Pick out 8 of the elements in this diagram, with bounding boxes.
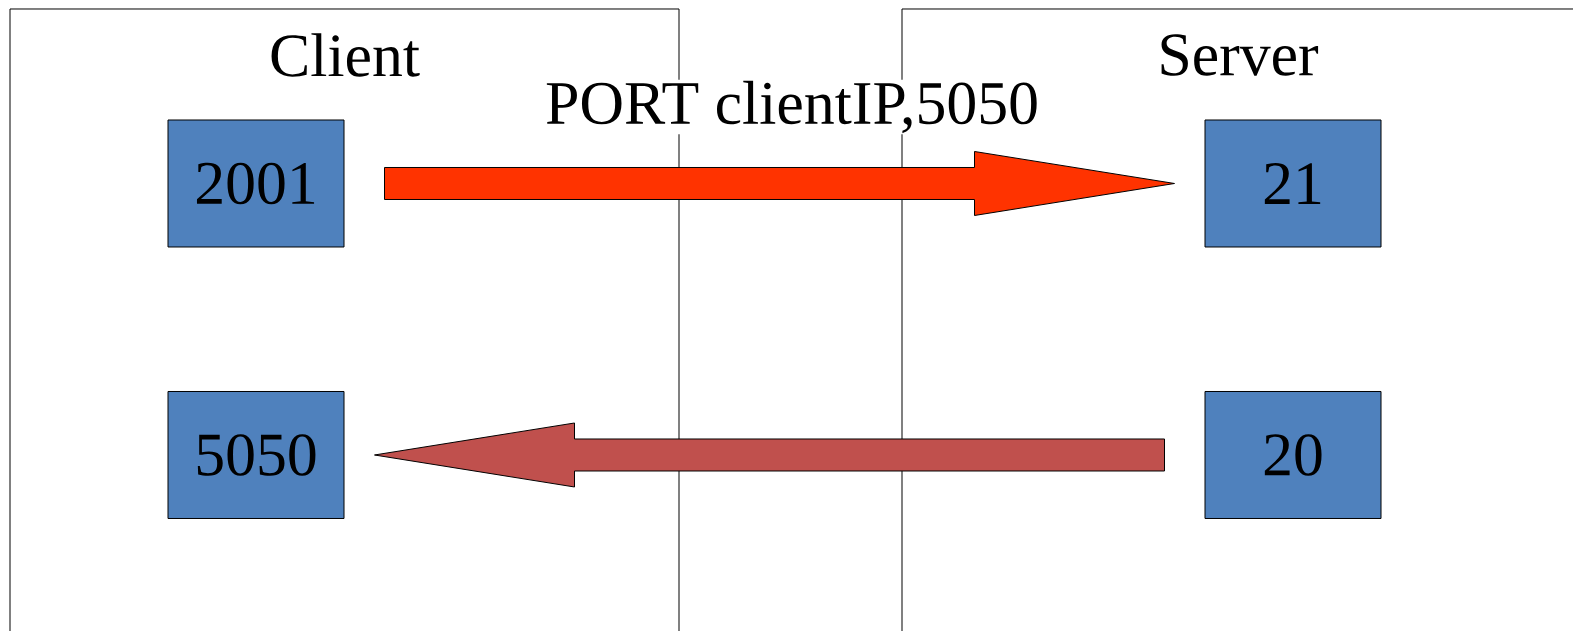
port-box: 5050: [167, 391, 345, 519]
panel-heading: Client: [271, 33, 420, 77]
port-box: 20: [1204, 391, 1382, 519]
panel-heading: Server: [1161, 34, 1319, 76]
edge-label: PORT clientIP,5050: [544, 79, 1040, 135]
block-arrow: [374, 422, 1165, 488]
port-box: 2001: [167, 119, 345, 248]
port-box: 21: [1204, 119, 1382, 248]
